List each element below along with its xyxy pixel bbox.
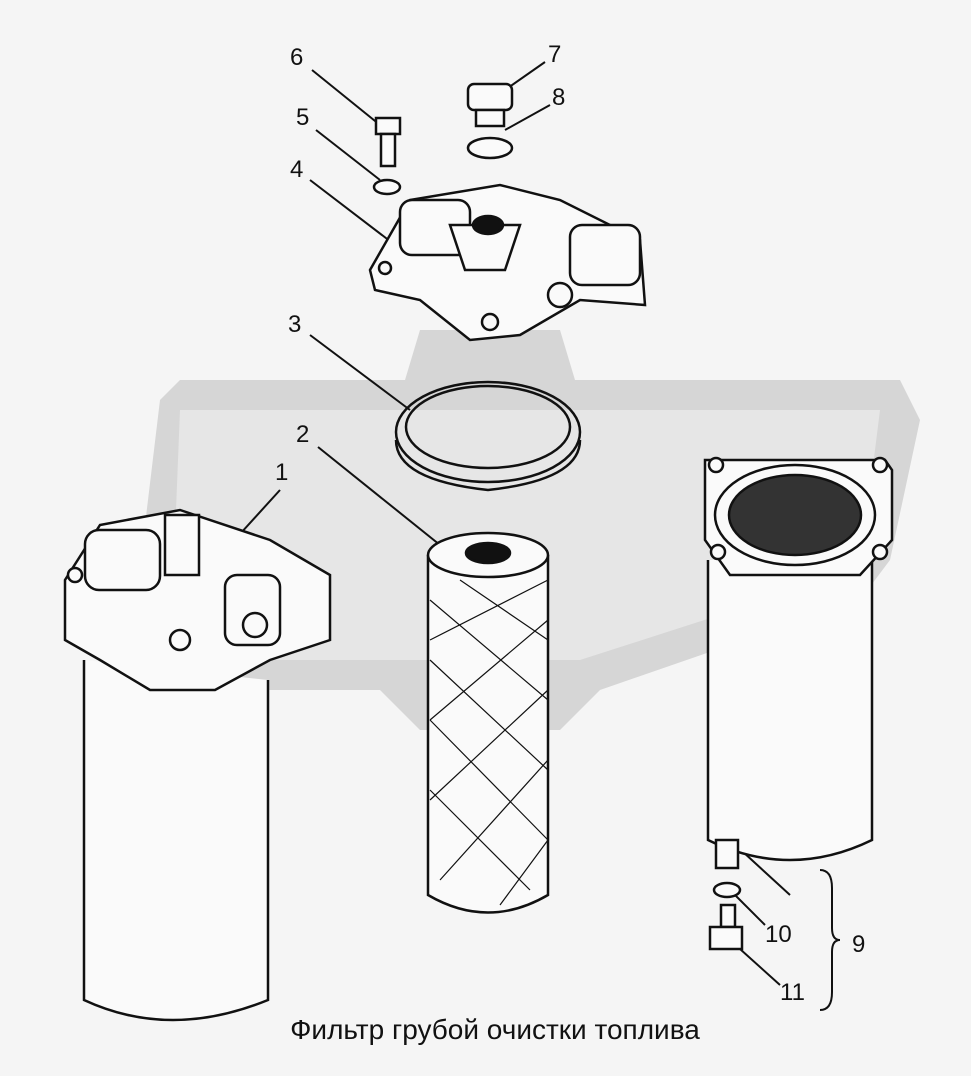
diagram-caption: Фильтр грубой очистки топлива [290, 1014, 700, 1045]
callout-5: 5 [296, 104, 310, 131]
callout-8: 8 [552, 84, 566, 111]
part-7-plug [466, 82, 514, 128]
part-10-washer [712, 881, 742, 899]
callout-2: 2 [296, 421, 310, 448]
brace-9 [819, 869, 841, 1011]
callout-9: 9 [852, 931, 866, 958]
callout-10: 10 [765, 921, 792, 948]
part-8-washer [466, 136, 514, 160]
callout-6: 6 [290, 44, 304, 71]
leader-3 [309, 334, 411, 411]
leader-8 [504, 104, 551, 131]
part-9-housing [703, 456, 894, 870]
part-4-cover [368, 183, 647, 342]
part-6-bolt [374, 116, 402, 168]
leader-6 [311, 69, 381, 126]
leader-7 [504, 61, 546, 91]
part-11-drain-plug [708, 903, 744, 951]
part-5-washer [372, 178, 402, 196]
part-2-filter-element [426, 531, 550, 914]
callout-11: 11 [780, 979, 805, 1006]
callout-3: 3 [288, 311, 302, 338]
callout-4: 4 [290, 156, 304, 183]
part-3-gasket [394, 380, 582, 492]
callout-1: 1 [275, 459, 289, 486]
callout-7: 7 [548, 41, 562, 68]
leader-2 [317, 446, 441, 546]
leader-4 [309, 179, 396, 246]
part-1-assembled-filter [63, 508, 332, 1022]
leader-5 [315, 129, 381, 181]
